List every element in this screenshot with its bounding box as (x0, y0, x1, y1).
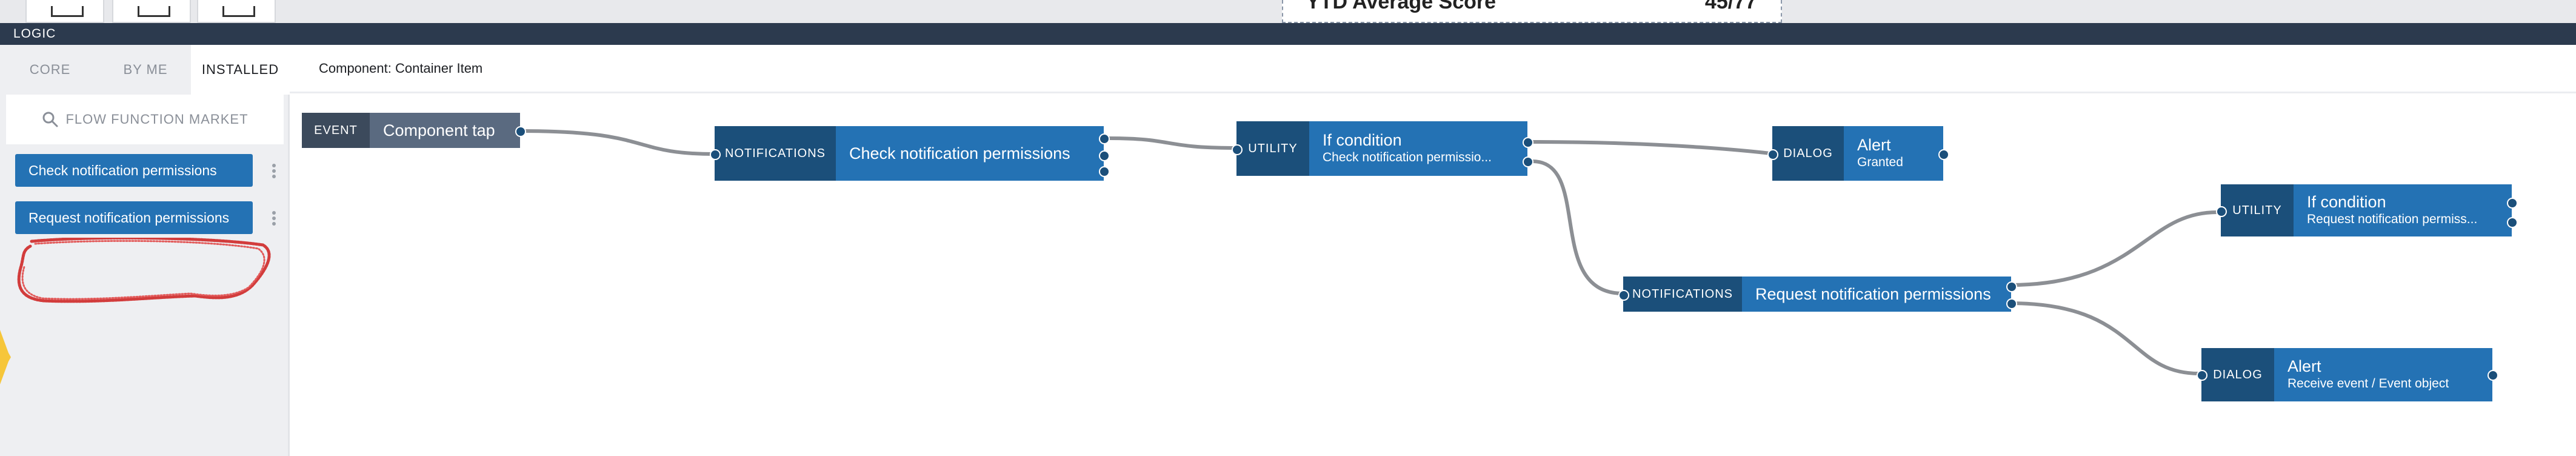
output-port[interactable] (2006, 281, 2017, 292)
flow-canvas[interactable]: EVENT Component tap NOTIFICATIONS Check … (290, 93, 2576, 456)
thumbnail-icon (222, 6, 255, 17)
output-port[interactable] (515, 126, 526, 137)
node-subtitle: Granted (1857, 155, 1903, 169)
node-category: NOTIFICATIONS (715, 126, 836, 181)
search-icon (42, 112, 58, 127)
red-annotation-circle (17, 238, 271, 303)
wire-if1-to-request (1530, 159, 1625, 295)
node-subtitle: Receive event / Event object (2287, 377, 2449, 391)
node-category: UTILITY (1236, 121, 1309, 176)
node-subtitle: Check notification permissio... (1323, 150, 1492, 164)
node-title: If condition (2307, 193, 2386, 211)
node-if-condition-request[interactable]: UTILITY If condition Request notificatio… (2216, 184, 2518, 236)
output-port[interactable] (1099, 166, 1110, 177)
output-port[interactable] (2507, 198, 2518, 209)
input-port[interactable] (1232, 144, 1243, 155)
node-title: If condition (1323, 131, 1402, 149)
output-port[interactable] (2488, 370, 2498, 381)
output-port[interactable] (1099, 150, 1110, 161)
logic-bar: LOGIC (0, 23, 2576, 45)
drag-handle-icon[interactable] (270, 164, 278, 178)
output-port[interactable] (2507, 217, 2518, 228)
flow-function-market-search[interactable]: FLOW FUNCTION MARKET (6, 95, 284, 144)
node-title: Component tap (383, 121, 495, 139)
node-category: EVENT (302, 113, 370, 148)
wire-request-to-alert2 (2008, 301, 2201, 375)
thumbnail-icon (51, 6, 84, 17)
node-event-component-tap[interactable]: EVENT Component tap (302, 113, 526, 148)
search-label: FLOW FUNCTION MARKET (65, 112, 249, 127)
card-label: YTD Average Score (1306, 0, 1497, 13)
sidebar-tabs: CORE BY ME INSTALLED (0, 45, 290, 95)
input-port[interactable] (1767, 149, 1778, 160)
output-port[interactable] (1523, 137, 1533, 148)
screen-thumbnail-3[interactable] (197, 0, 276, 23)
output-port[interactable] (1099, 133, 1110, 144)
input-port[interactable] (1618, 290, 1629, 301)
star-icon (0, 330, 11, 384)
node-title: Alert (2287, 357, 2321, 375)
card-value: 45/77 (1704, 0, 1757, 13)
container-item-card[interactable]: YTD Average Score 45/77 (1282, 0, 1782, 23)
wire-request-to-if2 (2008, 210, 2219, 287)
function-check-notification-permissions[interactable]: Check notification permissions (15, 154, 253, 187)
node-if-condition-check[interactable]: UTILITY If condition Check notification … (1232, 121, 1533, 176)
output-port[interactable] (1938, 149, 1949, 160)
node-category: NOTIFICATIONS (1623, 277, 1742, 312)
tab-by-me[interactable]: BY ME (123, 62, 168, 77)
tab-installed[interactable]: INSTALLED (191, 45, 290, 95)
logic-title: LOGIC (13, 27, 56, 41)
output-port[interactable] (1523, 156, 1533, 167)
node-category: UTILITY (2221, 184, 2294, 236)
node-alert-receive-event[interactable]: DIALOG Alert Receive event / Event objec… (2197, 348, 2498, 401)
input-port[interactable] (710, 149, 721, 160)
node-category: DIALOG (2201, 348, 2274, 401)
drag-handle-icon[interactable] (270, 211, 278, 226)
node-title: Check notification permissions (849, 144, 1070, 163)
input-port[interactable] (2216, 206, 2227, 217)
function-request-notification-permissions[interactable]: Request notification permissions (15, 201, 253, 234)
node-alert-granted[interactable]: DIALOG Alert Granted (1767, 126, 1949, 181)
component-header: Component: Container Item (290, 45, 2576, 93)
wire-if1-to-alert1 (1530, 140, 1778, 156)
tab-core[interactable]: CORE (29, 62, 71, 77)
node-title: Alert (1857, 136, 1891, 154)
node-category: DIALOG (1772, 126, 1844, 181)
app-canvas-strip: YTD Average Score 45/77 (0, 0, 2576, 23)
screen-thumbnail-1[interactable] (25, 0, 104, 23)
node-title: Request notification permissions (1755, 285, 1991, 303)
screen-thumbnail-2[interactable] (112, 0, 191, 23)
node-check-notification-permissions[interactable]: NOTIFICATIONS Check notification permiss… (710, 126, 1110, 181)
function-sidebar: CORE BY ME INSTALLED FLOW FUNCTION MARKE… (0, 45, 290, 456)
node-request-notification-permissions[interactable]: NOTIFICATIONS Request notification permi… (1618, 277, 2017, 312)
wire-event-to-check (519, 129, 716, 156)
node-subtitle: Request notification permiss... (2307, 212, 2478, 226)
output-port[interactable] (2006, 298, 2017, 309)
thumbnail-icon (138, 6, 170, 17)
component-title: Component: Container Item (319, 61, 483, 76)
input-port[interactable] (2197, 370, 2207, 381)
wire-check-to-if1 (1107, 136, 1237, 150)
